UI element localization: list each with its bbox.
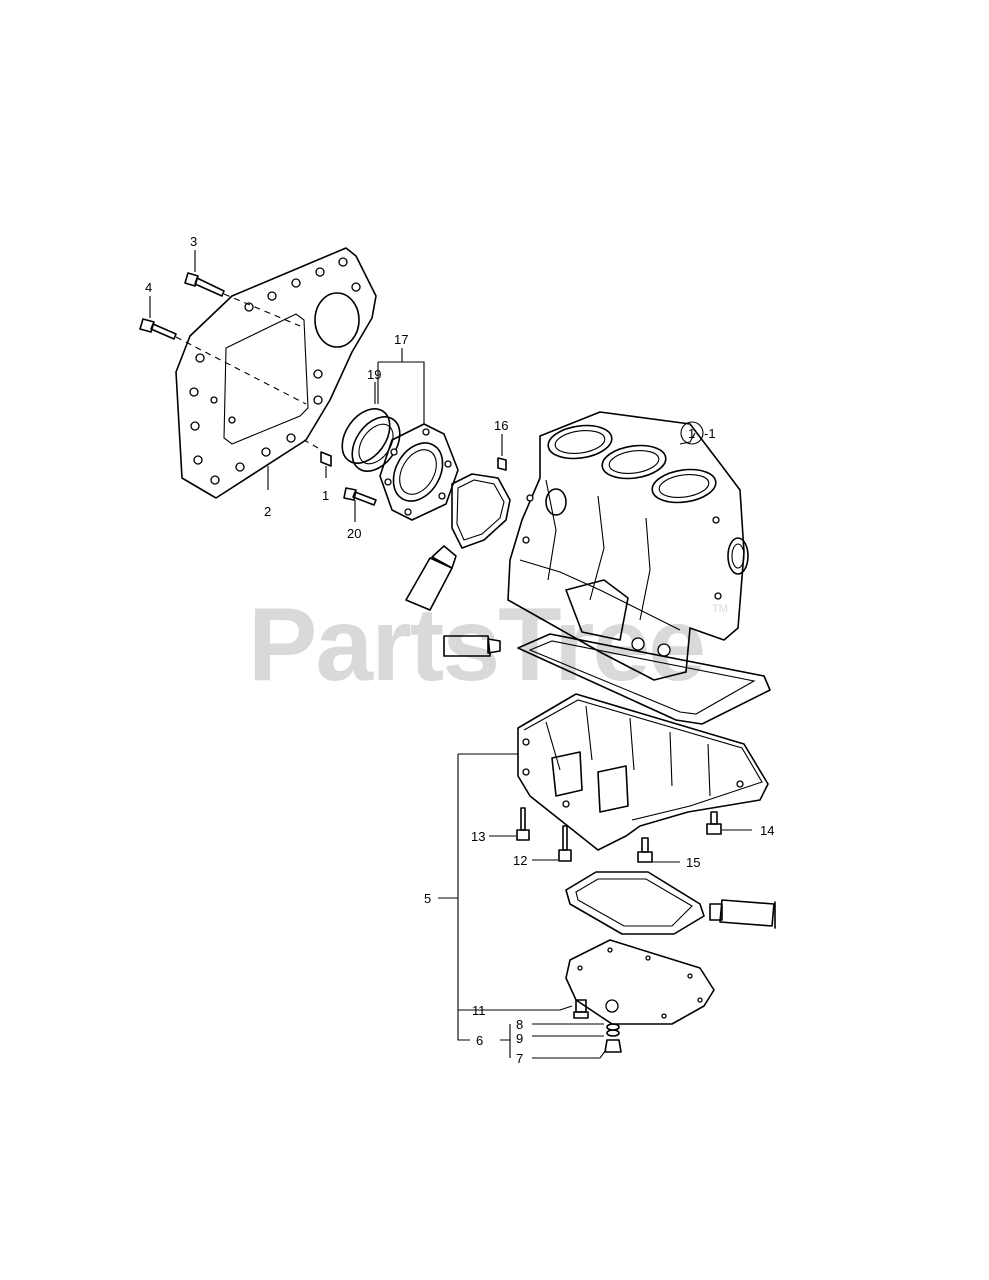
part-15-bolt[interactable] (637, 837, 653, 863)
callout-7: 7 (516, 1051, 523, 1066)
part-7-drain-plug[interactable] (604, 1039, 622, 1053)
pan-cover-gasket[interactable] (565, 871, 705, 935)
sealant-tube-3[interactable] (709, 899, 776, 929)
oil-pan-cover-plate[interactable] (565, 939, 715, 1025)
part-11-bolt[interactable] (573, 999, 589, 1019)
part-1-1-cylinder-block[interactable] (507, 411, 749, 681)
part-4-bolt[interactable] (139, 318, 307, 405)
callout-4: 4 (145, 280, 152, 295)
callout-1-suffix: -1 (704, 426, 716, 441)
watermark: PartsTree TM (248, 587, 728, 703)
callout-15: 15 (686, 855, 700, 870)
callout-circle (680, 421, 704, 445)
callout-2: 2 (264, 504, 271, 519)
oil-pan-gasket[interactable] (517, 633, 771, 725)
callout-16: 16 (494, 418, 508, 433)
callout-3: 3 (190, 234, 197, 249)
callout-8: 8 (516, 1017, 523, 1032)
part-13-bolt[interactable] (516, 807, 530, 841)
watermark-trademark: TM (712, 603, 728, 615)
callout-1-circled: 1 (688, 426, 695, 441)
callout-14: 14 (760, 823, 774, 838)
sealant-tube-2[interactable] (443, 635, 501, 657)
part-14-bolt[interactable] (706, 811, 722, 835)
sealant-tube-1[interactable] (405, 545, 457, 611)
part-19-oil-seal[interactable] (332, 400, 409, 480)
callout-17: 17 (394, 332, 408, 347)
callout-6: 6 (476, 1033, 483, 1048)
part-1-dowel-pin[interactable] (303, 439, 332, 467)
callout-5: 5 (424, 891, 431, 906)
part-5-oil-pan[interactable] (517, 693, 769, 851)
callouts: 3 4 17 19 1 2 20 16 1 -1 5 13 12 15 14 1… (145, 234, 774, 1066)
leader-lines (149, 250, 752, 1059)
part-16-dowel-pin[interactable] (497, 457, 507, 471)
callout-12: 12 (513, 853, 527, 868)
gasket[interactable] (451, 473, 511, 549)
callout-20: 20 (347, 526, 361, 541)
callout-11: 11 (472, 1003, 486, 1018)
callout-9: 9 (516, 1031, 523, 1046)
part-8-9-washers[interactable] (606, 1023, 620, 1037)
part-20-bolt[interactable] (343, 487, 377, 506)
part-3-bolt[interactable] (184, 272, 301, 327)
callout-1: 1 (322, 488, 329, 503)
part-17-seal-housing[interactable] (379, 423, 459, 521)
part-2-gear-case-plate[interactable] (175, 247, 377, 499)
part-12-bolt[interactable] (558, 825, 572, 862)
callout-19: 19 (367, 367, 381, 382)
callout-13: 13 (471, 829, 485, 844)
watermark-text: PartsTree (248, 587, 704, 703)
